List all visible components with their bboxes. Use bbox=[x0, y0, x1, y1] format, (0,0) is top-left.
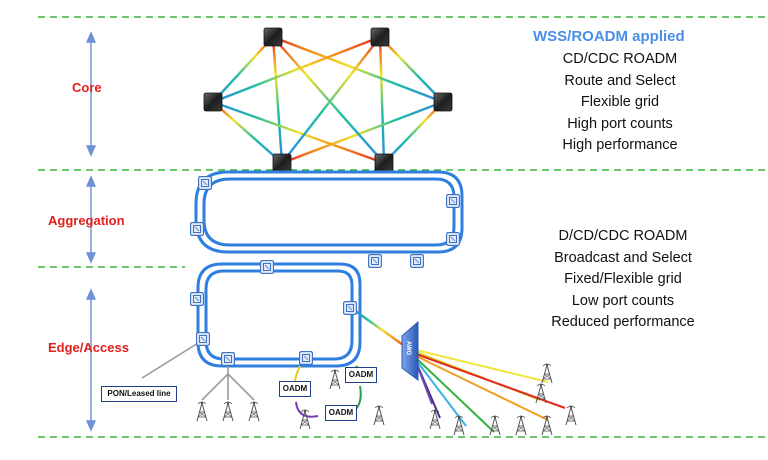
core-feature: Route and Select bbox=[564, 72, 676, 89]
tier-label-edge-access: Edge/Access bbox=[48, 340, 129, 355]
roadm-node bbox=[198, 176, 212, 190]
tower-icon bbox=[565, 405, 577, 426]
roadm-node bbox=[446, 194, 460, 208]
awg-fibers bbox=[415, 349, 566, 433]
tower-icon bbox=[196, 401, 208, 422]
tower-icon bbox=[515, 415, 527, 436]
awg-label: AWG bbox=[405, 340, 412, 356]
tower-icon bbox=[222, 401, 234, 422]
tower-icon bbox=[329, 369, 341, 390]
oadm-box: OADM bbox=[279, 381, 311, 397]
edge-feature: Broadcast and Select bbox=[554, 249, 692, 266]
core-nodes bbox=[203, 27, 453, 173]
roadm-node bbox=[410, 254, 424, 268]
roadm-node bbox=[221, 352, 235, 366]
core-node bbox=[433, 92, 453, 112]
awg-uplink bbox=[353, 309, 411, 351]
tower-icon bbox=[373, 405, 385, 426]
core-mesh-links bbox=[212, 35, 444, 165]
oadm-box: OADM bbox=[345, 367, 377, 383]
core-node bbox=[272, 153, 292, 173]
core-feature-list: CD/CDC ROADM Route and Select Flexible g… bbox=[520, 49, 720, 157]
roadm-node bbox=[196, 332, 210, 346]
core-feature: High port counts bbox=[567, 115, 673, 132]
core-feature: CD/CDC ROADM bbox=[562, 51, 678, 67]
oadm-box: OADM bbox=[325, 405, 357, 421]
tier-arrows bbox=[85, 31, 97, 432]
core-node bbox=[203, 92, 223, 112]
roadm-node bbox=[368, 254, 382, 268]
tier-label-aggregation: Aggregation bbox=[48, 213, 125, 228]
tower-icon bbox=[489, 415, 501, 436]
roadm-node bbox=[190, 292, 204, 306]
edge-feature: Reduced performance bbox=[551, 314, 695, 330]
tower-icon bbox=[453, 415, 465, 436]
edge-feature-list: D/CD/CDC ROADM Broadcast and Select Fixe… bbox=[518, 226, 728, 334]
core-node bbox=[374, 153, 394, 173]
awg-device bbox=[401, 320, 419, 381]
core-panel-header: WSS/ROADM applied bbox=[533, 28, 685, 45]
roadm-node bbox=[260, 260, 274, 274]
edge-feature: Low port counts bbox=[571, 292, 675, 309]
roadm-node bbox=[299, 351, 313, 365]
aggregation-ring bbox=[194, 170, 464, 254]
edge-feature: Fixed/Flexible grid bbox=[564, 271, 682, 287]
core-feature: Flexible grid bbox=[580, 94, 660, 110]
roadm-node bbox=[190, 222, 204, 236]
edge-feature: D/CD/CDC ROADM bbox=[558, 228, 688, 244]
core-feature: High performance bbox=[562, 137, 678, 153]
core-node bbox=[370, 27, 390, 47]
roadm-node bbox=[446, 232, 460, 246]
roadm-node bbox=[343, 301, 357, 315]
pon-leased-line-box: PON/Leased line bbox=[101, 386, 177, 402]
core-node bbox=[263, 27, 283, 47]
tower-icon bbox=[248, 401, 260, 422]
edge-ring bbox=[196, 262, 362, 368]
tier-label-core: Core bbox=[72, 80, 102, 95]
